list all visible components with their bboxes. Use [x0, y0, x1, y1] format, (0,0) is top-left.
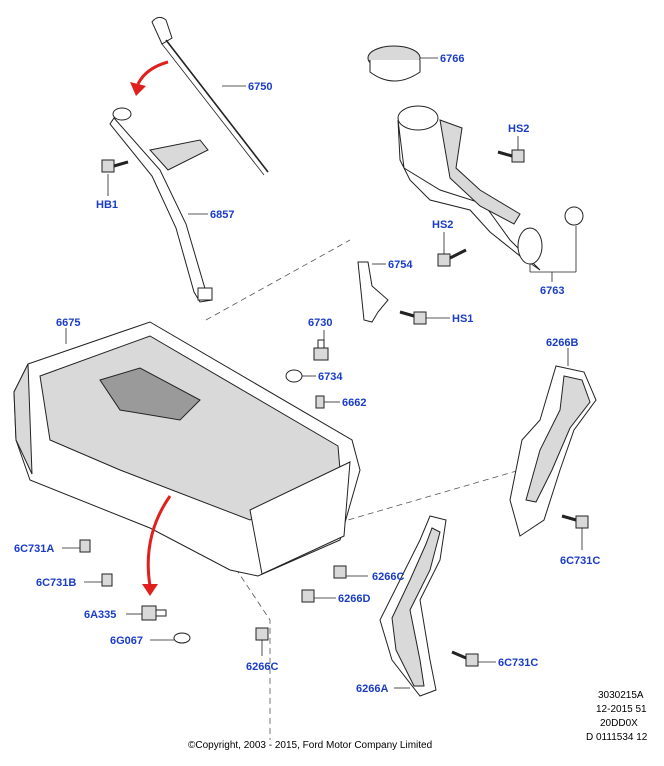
stud-6266c-upper [333, 565, 368, 579]
label-hs1: HS1 [452, 313, 473, 325]
dashed-guide-2 [229, 559, 271, 740]
stud-6266c-lower [255, 627, 269, 656]
label-6750: 6750 [248, 81, 272, 93]
stud-6266d [301, 589, 336, 603]
bolt-hs2-lower [437, 232, 467, 267]
label-6266a: 6266A [356, 683, 388, 695]
drain-plug [285, 330, 329, 383]
red-arrow-bottom-head-icon [142, 584, 158, 596]
drain-plug-6a335 [126, 605, 191, 644]
red-arrow-bottom-icon [146, 495, 172, 587]
label-6c731a: 6C731A [14, 543, 54, 555]
shield-6266b [509, 348, 597, 537]
label-6266c-lower: 6266C [246, 661, 278, 673]
shield-6266a [379, 515, 447, 697]
bolt-6c731c-right [561, 514, 589, 550]
label-6763: 6763 [540, 285, 564, 297]
label-6766: 6766 [440, 53, 464, 65]
filler-tube [397, 105, 584, 282]
bolt-6c731a [62, 539, 91, 553]
label-6266b: 6266B [546, 337, 578, 349]
bolt-hb1 [101, 159, 129, 196]
dipstick-tube [109, 107, 213, 303]
label-6266c-upper: 6266C [372, 571, 404, 583]
dowel-pin [315, 395, 340, 409]
label-6662: 6662 [342, 397, 366, 409]
ref-code: 3030215A [598, 690, 644, 701]
label-6c731b: 6C731B [36, 577, 76, 589]
bolt-hs2-upper [497, 136, 525, 163]
bolt-hs1 [399, 310, 450, 325]
label-hs2-lower: HS2 [432, 219, 453, 231]
copyright: ©Copyright, 2003 - 2015, Ford Motor Comp… [188, 740, 432, 751]
label-6754: 6754 [388, 259, 413, 271]
label-hs2-upper: HS2 [508, 123, 529, 135]
label-6675: 6675 [56, 317, 80, 329]
label-6857: 6857 [210, 209, 234, 221]
red-arrow-top-icon [136, 60, 169, 85]
filler-cap [367, 45, 438, 82]
oil-pan [13, 321, 361, 577]
dipstick [151, 16, 269, 176]
dashed-guide-1 [205, 239, 351, 321]
ref-engine: 20DD0X [600, 718, 638, 729]
label-6a335: 6A335 [84, 609, 116, 621]
label-hb1: HB1 [96, 199, 118, 211]
ref-number: D 0111534 12 [586, 732, 648, 743]
red-arrow-top-head-icon [130, 82, 146, 96]
gasket-6754 [357, 261, 389, 323]
label-6g067: 6G067 [110, 635, 143, 647]
label-6266d: 6266D [338, 593, 370, 605]
ref-date: 12-2015 51 [596, 704, 647, 715]
label-6c731c-lower: 6C731C [498, 657, 538, 669]
label-6734: 6734 [318, 371, 343, 383]
label-6c731c-right: 6C731C [560, 555, 600, 567]
bolt-6c731c-lower [451, 650, 496, 667]
label-6730: 6730 [308, 317, 332, 329]
bolt-6c731b [84, 573, 113, 587]
